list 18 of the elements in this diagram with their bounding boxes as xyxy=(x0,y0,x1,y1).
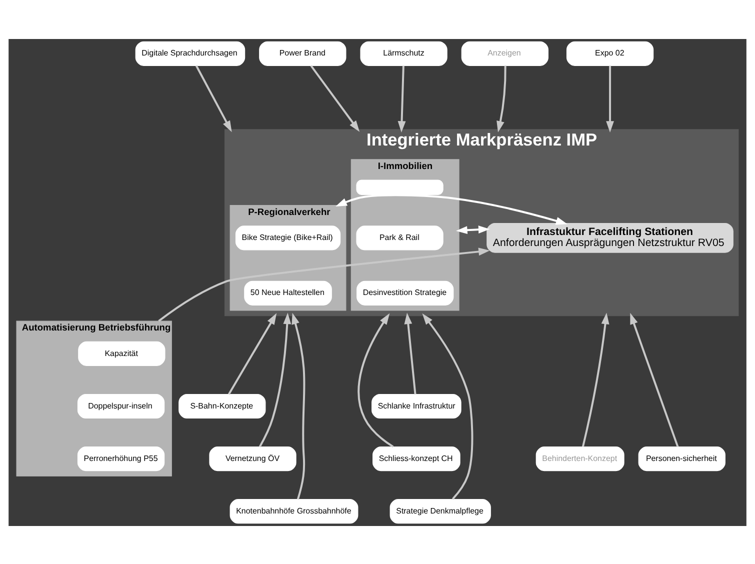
arrow xyxy=(336,194,568,224)
node-box: Infrastuktur Facelifting Stationen Anforderungen Ausprägungen Netzstruktur RV05 xyxy=(486,222,734,252)
arrow xyxy=(456,225,490,234)
arrow xyxy=(358,312,394,448)
arrow xyxy=(404,312,416,394)
arrow xyxy=(422,312,474,500)
arrow xyxy=(630,312,679,447)
arrow xyxy=(195,64,232,132)
arrow xyxy=(228,312,277,394)
arrow xyxy=(398,65,406,132)
arrow xyxy=(292,312,306,500)
node-box xyxy=(356,179,444,195)
arrow xyxy=(582,312,610,446)
arrow xyxy=(496,65,506,132)
arrow xyxy=(606,65,614,132)
arrow xyxy=(310,64,360,132)
arrow xyxy=(158,247,490,322)
arrow xyxy=(258,312,292,447)
